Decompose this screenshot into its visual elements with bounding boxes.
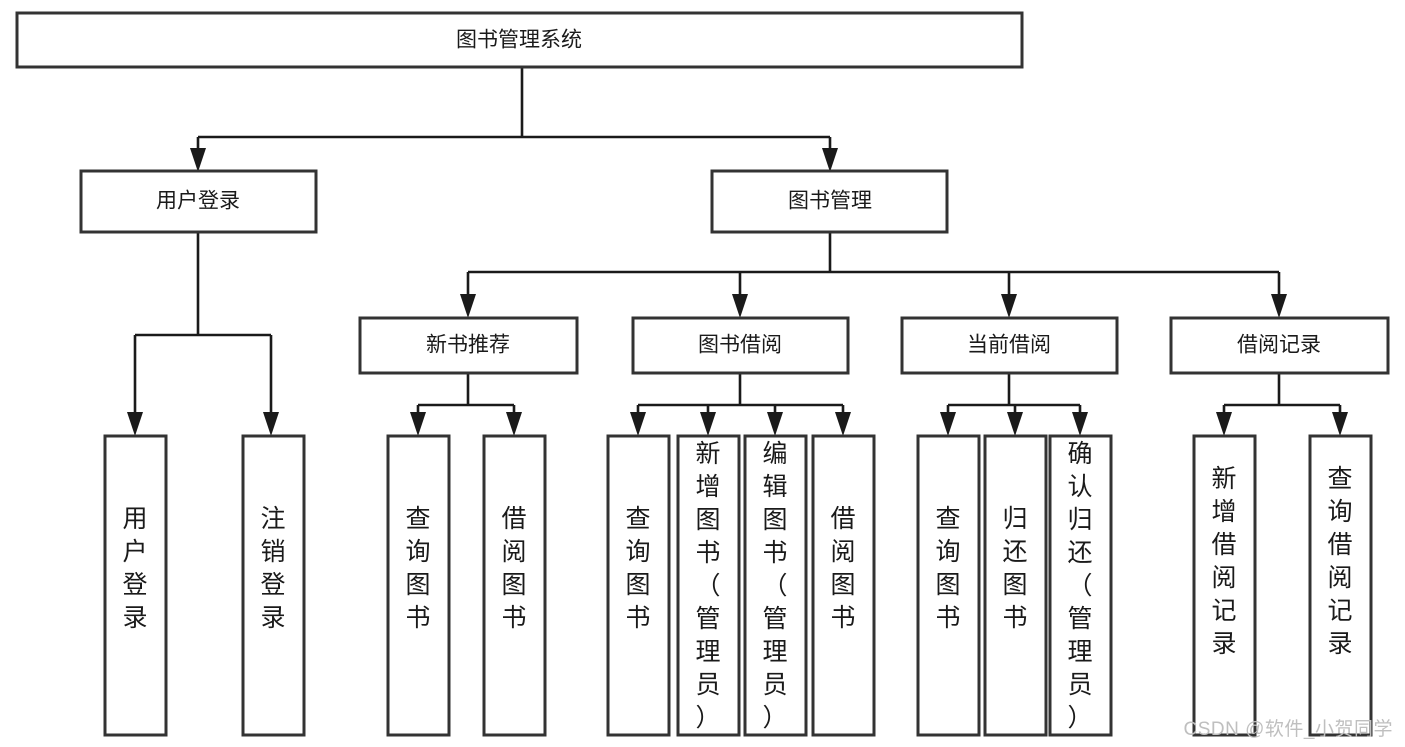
node-leaf-query-book-3-label: 查询图书 (935, 505, 960, 632)
arrow-head-borrow-record (1271, 294, 1287, 318)
node-current-borrow-box[interactable] (900, 316, 1119, 375)
arrow-head-leaf-add-book (700, 412, 716, 436)
node-borrow-record-label: 借阅记录 (1237, 334, 1321, 357)
node-new-book-recommend[interactable]: 新书推荐 (358, 316, 579, 375)
node-user-login[interactable]: 用户登录 (79, 169, 318, 234)
node-leaf-return-book[interactable]: 归还图书 (983, 434, 1048, 737)
node-book-borrow-box[interactable] (631, 316, 850, 375)
arrow-head-leaf-add-record (1216, 412, 1232, 436)
connector-layer (127, 67, 1348, 436)
node-leaf-return-book-box[interactable] (983, 434, 1048, 737)
node-leaf-add-record-label: 新增借阅记录 (1211, 465, 1236, 658)
arrow-head-user-login (190, 148, 206, 172)
node-leaf-return-book-label: 归还图书 (1002, 505, 1027, 632)
node-leaf-query-record-box[interactable] (1308, 434, 1373, 737)
arrow-head-leaf-query-book-1 (410, 412, 426, 436)
node-leaf-query-book-2[interactable]: 查询图书 (606, 434, 671, 737)
node-root-box[interactable] (15, 11, 1024, 69)
node-leaf-query-record[interactable]: 查询借阅记录 (1308, 434, 1373, 737)
arrow-head-leaf-confirm-return (1072, 412, 1088, 436)
node-leaf-query-record-label: 查询借阅记录 (1327, 465, 1352, 658)
node-leaf-borrow-book-1[interactable]: 借阅图书 (482, 434, 547, 737)
arrow-head-current-borrow (1001, 294, 1017, 318)
node-leaf-add-book-label: 新增图书（管理员） (695, 440, 720, 732)
node-new-book-recommend-box[interactable] (358, 316, 579, 375)
node-leaf-borrow-book-1-label: 借阅图书 (501, 505, 526, 632)
node-leaf-query-book-2-label: 查询图书 (625, 505, 650, 632)
node-user-login-box[interactable] (79, 169, 318, 234)
node-borrow-record[interactable]: 借阅记录 (1169, 316, 1390, 375)
node-leaf-edit-book-label: 编辑图书（管理员） (762, 440, 787, 732)
node-leaf-query-book-3[interactable]: 查询图书 (916, 434, 981, 737)
node-book-borrow[interactable]: 图书借阅 (631, 316, 850, 375)
node-user-login-label: 用户登录 (156, 190, 240, 213)
node-leaf-add-record[interactable]: 新增借阅记录 (1192, 434, 1257, 737)
node-root-label: 图书管理系统 (456, 29, 582, 52)
node-book-borrow-label: 图书借阅 (698, 334, 782, 357)
node-leaf-logout-login-label: 注销登录 (260, 505, 285, 632)
node-book-management[interactable]: 图书管理 (710, 169, 949, 234)
node-leaf-add-book-box[interactable] (676, 434, 741, 737)
arrow-head-leaf-query-book-2 (630, 412, 646, 436)
node-leaf-logout-login-box[interactable] (241, 434, 306, 737)
arrow-head-new-book-recommend (460, 294, 476, 318)
node-leaf-confirm-return[interactable]: 确认归还（管理员） (1048, 434, 1113, 737)
node-leaf-edit-book[interactable]: 编辑图书（管理员） (743, 434, 808, 737)
node-current-borrow[interactable]: 当前借阅 (900, 316, 1119, 375)
arrow-head-leaf-return-book (1007, 412, 1023, 436)
arrow-head-book-management (822, 148, 838, 172)
node-borrow-record-box[interactable] (1169, 316, 1390, 375)
node-current-borrow-label: 当前借阅 (967, 334, 1051, 357)
node-leaf-borrow-book-2-box[interactable] (811, 434, 876, 737)
node-leaf-user-login-label: 用户登录 (122, 505, 147, 632)
node-leaf-borrow-book-1-box[interactable] (482, 434, 547, 737)
arrow-head-leaf-query-book-3 (940, 412, 956, 436)
arrow-head-leaf-borrow-book-2 (835, 412, 851, 436)
node-book-management-box[interactable] (710, 169, 949, 234)
node-leaf-add-book[interactable]: 新增图书（管理员） (676, 434, 741, 737)
node-leaf-confirm-return-label: 确认归还（管理员） (1067, 440, 1092, 732)
node-leaf-user-login[interactable]: 用户登录 (103, 434, 168, 737)
node-leaf-query-book-1-label: 查询图书 (405, 505, 430, 632)
node-root[interactable]: 图书管理系统 (15, 11, 1024, 69)
node-leaf-user-login-box[interactable] (103, 434, 168, 737)
node-leaf-query-book-1-box[interactable] (386, 434, 451, 737)
node-new-book-recommend-label: 新书推荐 (426, 334, 510, 357)
node-leaf-edit-book-box[interactable] (743, 434, 808, 737)
node-leaf-query-book-3-box[interactable] (916, 434, 981, 737)
node-book-management-label: 图书管理 (788, 190, 872, 213)
node-leaf-query-book-1[interactable]: 查询图书 (386, 434, 451, 737)
arrow-head-leaf-edit-book (767, 412, 783, 436)
arrow-head-leaf-logout-login (263, 412, 279, 436)
node-leaf-logout-login[interactable]: 注销登录 (241, 434, 306, 737)
node-leaf-query-book-2-box[interactable] (606, 434, 671, 737)
arrow-head-leaf-query-record (1332, 412, 1348, 436)
node-leaf-borrow-book-2[interactable]: 借阅图书 (811, 434, 876, 737)
node-leaf-add-record-box[interactable] (1192, 434, 1257, 737)
node-leaf-borrow-book-2-label: 借阅图书 (830, 505, 855, 632)
node-leaf-confirm-return-box[interactable] (1048, 434, 1113, 737)
arrow-head-leaf-borrow-book-1 (506, 412, 522, 436)
arrow-head-book-borrow (732, 294, 748, 318)
arrow-head-leaf-user-login (127, 412, 143, 436)
